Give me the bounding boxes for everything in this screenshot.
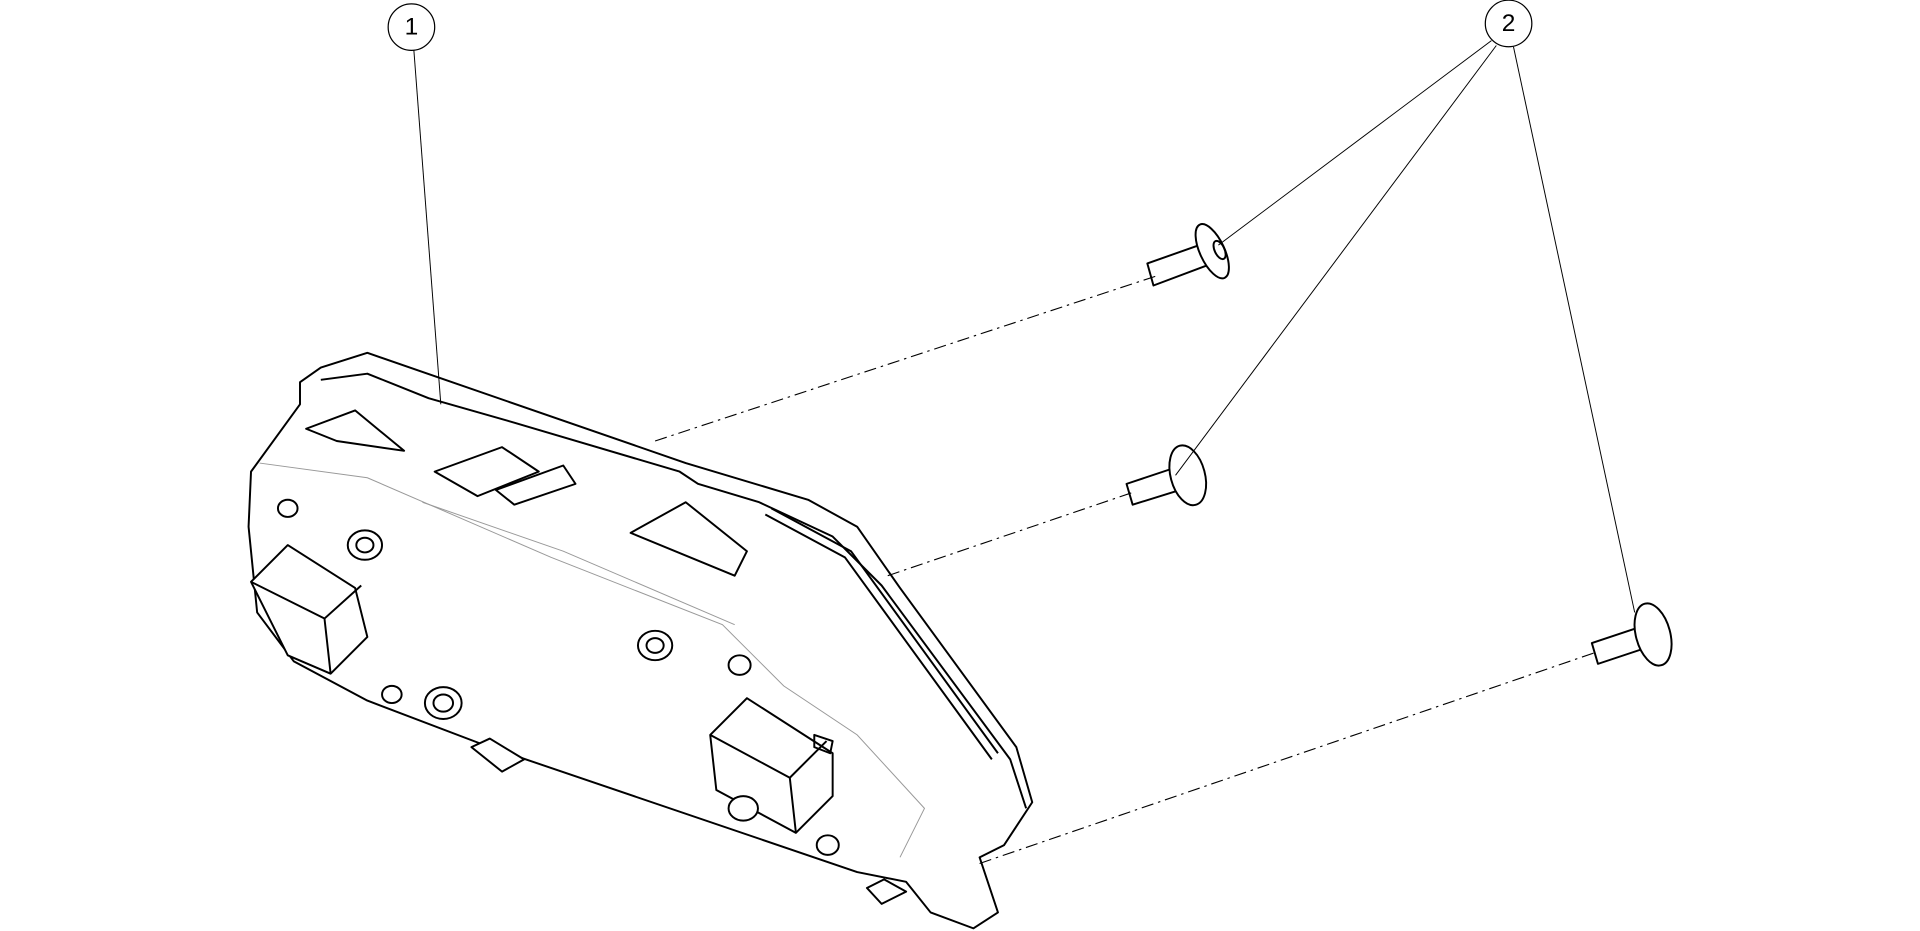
screw-2 [1125,444,1208,507]
callout-2: 2 [1484,0,1533,48]
callout-2-label: 2 [1502,10,1516,37]
leader-line-2b [1175,45,1497,476]
assembly-axis-1 [654,275,1158,442]
callout-1: 1 [387,3,436,52]
callout-1-label: 1 [405,14,419,41]
assembly-axis-2 [887,491,1133,577]
screw-1 [1146,223,1230,287]
leader-line-2c [1512,46,1636,613]
screw-3 [1590,602,1673,667]
leader-line-2a [1218,40,1492,246]
leader-line-1 [413,50,442,405]
assembly-axis-3 [979,652,1595,864]
housing-part [247,351,1034,930]
